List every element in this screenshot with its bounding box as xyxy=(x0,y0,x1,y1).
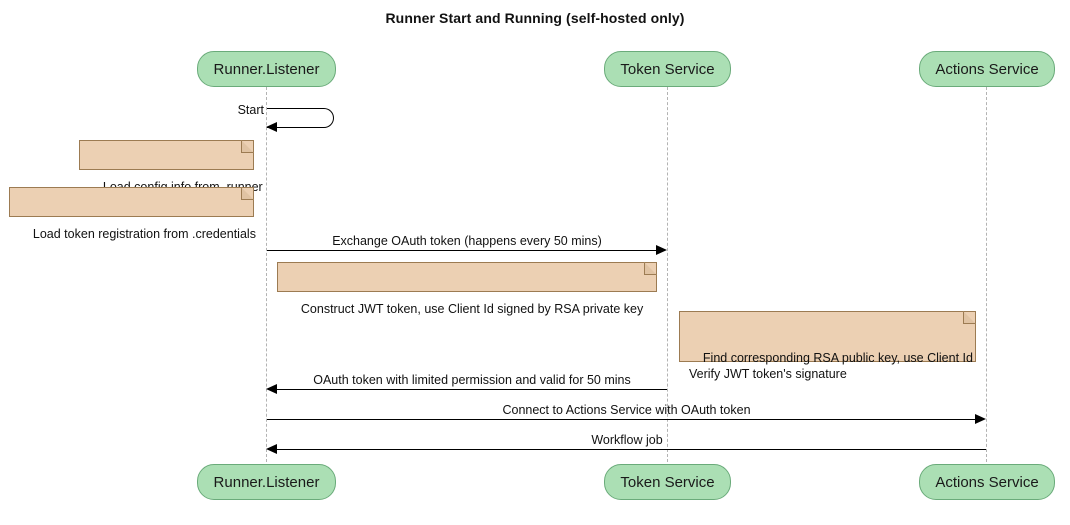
note-fold-icon xyxy=(241,187,254,200)
note-fold-icon xyxy=(644,262,657,275)
message-line-workflow-job xyxy=(277,449,986,450)
diagram-title: Runner Start and Running (self-hosted on… xyxy=(385,10,685,26)
message-line-oauth-token-reply xyxy=(277,389,667,390)
message-line-exchange-oauth-token xyxy=(267,250,656,251)
participant-label: Actions Service xyxy=(935,473,1039,491)
message-label-connect-actions-service: Connect to Actions Service with OAuth to… xyxy=(502,403,751,417)
note-text: Construct JWT token, use Client Id signe… xyxy=(300,302,644,316)
participant-runner-bottom[interactable]: Runner.Listener xyxy=(197,464,336,500)
participant-label: Token Service xyxy=(620,60,715,78)
message-label-exchange-oauth-token: Exchange OAuth token (happens every 50 m… xyxy=(332,234,602,248)
lifeline-actions xyxy=(986,87,987,462)
note-load-token-registration: Load token registration from .credential… xyxy=(9,187,256,241)
note-fold-icon xyxy=(241,140,254,153)
lifeline-token xyxy=(667,87,668,462)
message-line-connect-actions-service xyxy=(267,419,975,420)
message-start-self-loop xyxy=(267,108,334,128)
participant-label: Token Service xyxy=(620,473,715,491)
message-arrowhead-exchange-oauth-token xyxy=(656,245,667,255)
lifeline-runner xyxy=(266,87,267,462)
note-verify-jwt: Find corresponding RSA public key, use C… xyxy=(679,311,976,381)
participant-token-top[interactable]: Token Service xyxy=(604,51,731,87)
message-start-arrowhead xyxy=(266,122,277,132)
note-construct-jwt: Construct JWT token, use Client Id signe… xyxy=(277,262,657,316)
participant-runner-top[interactable]: Runner.Listener xyxy=(197,51,336,87)
participant-label: Actions Service xyxy=(935,60,1039,78)
message-label-oauth-token-reply: OAuth token with limited permission and … xyxy=(313,373,631,387)
message-arrowhead-oauth-token-reply xyxy=(266,384,277,394)
participant-label: Runner.Listener xyxy=(213,60,320,78)
participant-actions-bottom[interactable]: Actions Service xyxy=(919,464,1055,500)
participant-token-bottom[interactable]: Token Service xyxy=(604,464,731,500)
note-text: Find corresponding RSA public key, use C… xyxy=(689,351,973,381)
participant-label: Runner.Listener xyxy=(213,473,320,491)
message-arrowhead-workflow-job xyxy=(266,444,277,454)
note-load-config: Load config info from .runner xyxy=(79,140,263,194)
message-arrowhead-connect-actions-service xyxy=(975,414,986,424)
note-text: Load token registration from .credential… xyxy=(32,227,256,241)
participant-actions-top[interactable]: Actions Service xyxy=(919,51,1055,87)
note-fold-icon xyxy=(963,311,976,324)
message-label-workflow-job: Workflow job xyxy=(591,433,663,447)
message-label-start: Start xyxy=(237,103,264,117)
